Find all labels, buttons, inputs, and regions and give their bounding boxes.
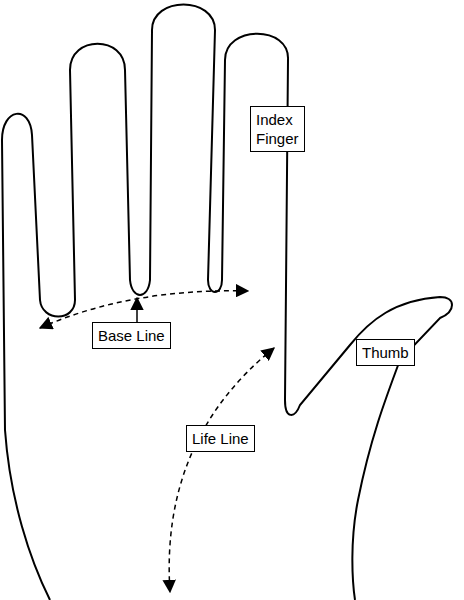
label-text: Index Finger <box>256 110 299 148</box>
life-line-arc <box>169 348 274 592</box>
label-text: Base Line <box>98 326 165 345</box>
label-box: Life Line <box>186 425 255 452</box>
label-text: Life Line <box>192 429 249 448</box>
label-text: Thumb <box>362 343 409 362</box>
base-line-pointer <box>136 298 138 322</box>
hand-outline <box>2 5 452 600</box>
label-box: Base Line <box>92 322 171 349</box>
label-box: Thumb <box>356 339 415 366</box>
label-box: Index Finger <box>250 106 305 152</box>
